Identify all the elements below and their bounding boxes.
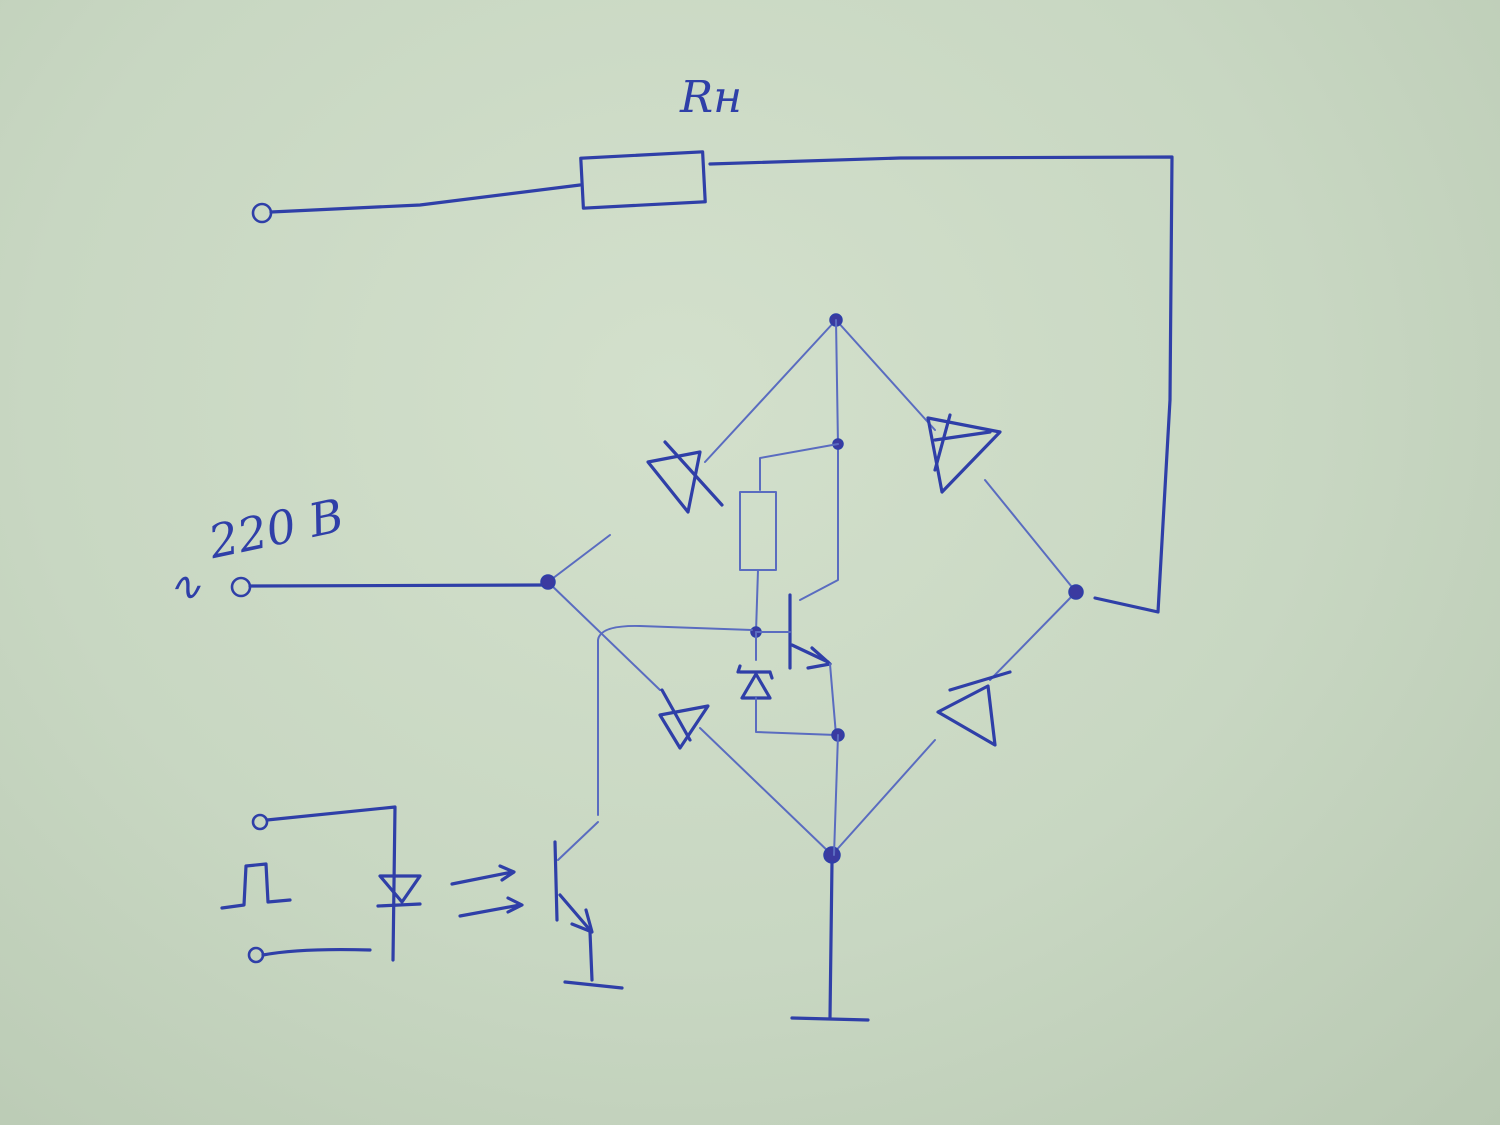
load-resistor (579, 150, 707, 210)
bridge-edge-right-top-a (835, 319, 936, 431)
diode-bottom-left-bar (660, 688, 692, 742)
diode-bottom-right-body (936, 684, 997, 747)
diode-bottom-right (936, 670, 1012, 747)
wire-emitter (829, 663, 837, 736)
ac-terminal (230, 576, 252, 598)
node-right (1068, 584, 1084, 600)
node-left (540, 574, 556, 590)
diode-bottom-left (658, 688, 710, 750)
diode-bottom-right-bar (948, 670, 1012, 692)
pulse-symbol (220, 862, 292, 910)
bias-resistor (739, 491, 777, 571)
bridge-edge-right-top-b (984, 479, 1077, 593)
inner-transistor-emitter (790, 643, 830, 664)
phototransistor-ground-symbol (563, 980, 624, 990)
diode-top-left (646, 440, 724, 514)
wire-led-top (265, 805, 397, 962)
inner-switch-stage (597, 319, 845, 856)
bridge-edge-left-bottom-b (699, 727, 833, 856)
wire-ac-input (248, 583, 547, 588)
light-arrow-top (450, 864, 516, 886)
phototransistor-emitter (558, 893, 592, 932)
wire-load-right (708, 155, 1174, 614)
diode-bridge (540, 313, 1084, 864)
wire-phototransistor-ground (588, 930, 594, 982)
bridge-edge-right-bottom-a (831, 739, 936, 856)
led-bar (376, 902, 422, 908)
wire-load-left (269, 183, 582, 214)
wire-resistor-bottom (755, 569, 759, 633)
diode-top-left-body (646, 450, 702, 514)
wire-resistor-top (759, 443, 839, 491)
ac-input: 220 В ∿ (168, 488, 547, 610)
diode-top-left-bar (663, 440, 724, 507)
phototransistor-base-bar (553, 840, 559, 922)
light-arrow-bottom (458, 896, 524, 918)
load-terminal (251, 202, 273, 224)
phototransistor-arrow (570, 908, 594, 934)
ac-symbol: ∿ (168, 564, 202, 610)
led-body (378, 874, 422, 904)
zener-bar (736, 664, 774, 680)
bridge-edge-right-bottom-b (989, 591, 1077, 681)
wire-zener-bottom (755, 697, 837, 736)
diode-top-right (926, 413, 1002, 494)
bridge-edge-left-bottom-a (547, 581, 661, 691)
wire-base-drive (597, 624, 753, 816)
diode-top-right-mark (933, 413, 952, 472)
zener-diode (736, 631, 837, 736)
control-terminal-top (251, 813, 269, 831)
wire-inner-to-bottom (833, 734, 839, 856)
ground (790, 860, 870, 1022)
bridge-edge-left-top-b (704, 319, 837, 463)
diode-top-right-body (926, 416, 1002, 494)
wire-collector (799, 319, 839, 601)
control-terminal-bottom (247, 946, 265, 964)
wire-led-bottom (261, 947, 372, 957)
bridge-edge-left-top-a (547, 534, 611, 583)
voltage-label: 220 В (203, 488, 348, 569)
wire-ground (828, 860, 834, 1020)
ground-symbol (790, 1016, 870, 1022)
phototransistor-collector (557, 821, 599, 861)
diode-bottom-left-body (658, 704, 710, 750)
zener-body (740, 672, 772, 700)
load-resistor-branch: Rн (251, 72, 1174, 614)
load-label: Rн (679, 72, 742, 123)
optocoupler (220, 805, 624, 990)
